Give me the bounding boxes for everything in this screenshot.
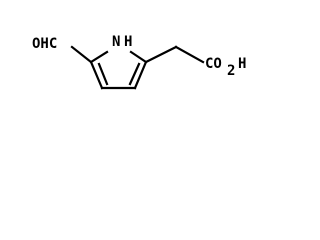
n-label: N <box>112 34 120 50</box>
bond-c4-c5 <box>89 60 104 90</box>
carboxyl-label: CO <box>205 56 222 72</box>
molecule-svg: N H OHC CO 2 H <box>32 34 246 90</box>
carboxyl-subscript: 2 <box>227 63 235 79</box>
bond-c2-ch2 <box>144 45 178 64</box>
h-label: H <box>124 34 132 50</box>
aldehyde-label: OHC <box>32 36 57 52</box>
double-bond-c4-c5 <box>97 62 109 86</box>
carboxyl-h-label: H <box>238 56 246 72</box>
double-bond-c2-c3 <box>128 62 141 86</box>
structure-diagram: N H OHC CO 2 H <box>0 0 303 113</box>
bond-n-c2 <box>129 50 148 64</box>
bond-ch2-co2h <box>174 45 205 64</box>
bond-c5-cho <box>70 45 93 64</box>
bond-c2-c3 <box>133 60 148 90</box>
bond-c5-n <box>89 50 109 64</box>
